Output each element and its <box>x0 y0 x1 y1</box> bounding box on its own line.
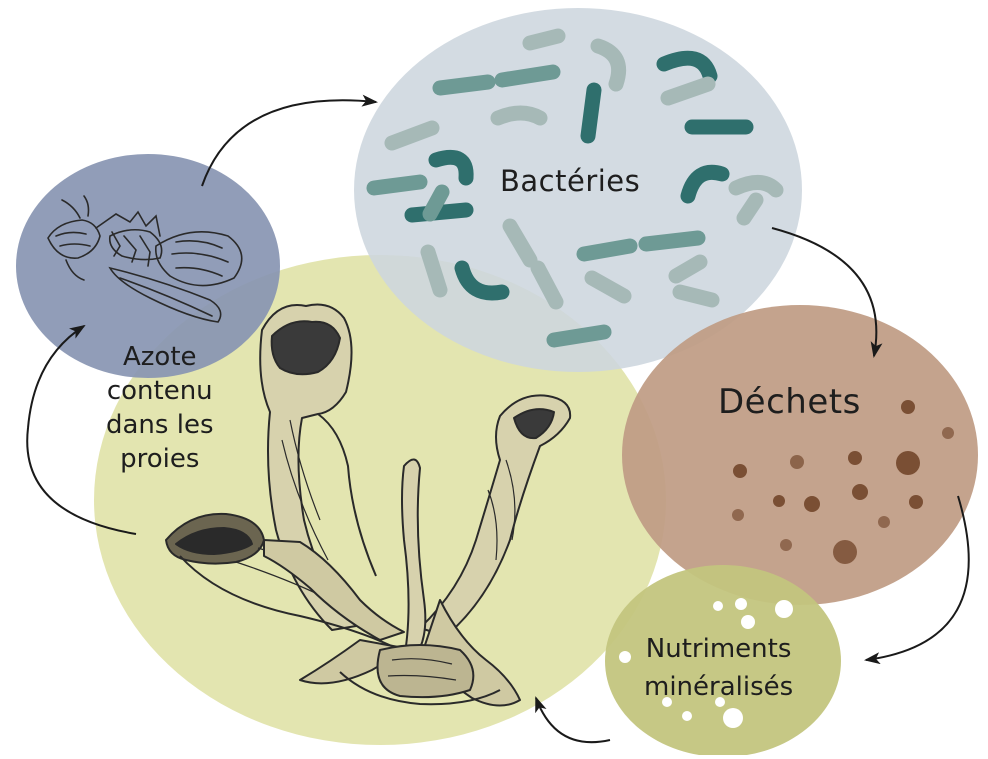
bacterium-rod <box>584 246 630 254</box>
bacteria-label: Bactéries <box>500 164 640 199</box>
bacterium-rod <box>554 332 604 340</box>
mineral-nutrients-label: Nutriments minéralisés <box>644 630 793 706</box>
prey-label-line: contenu <box>106 374 214 408</box>
bacterium-rod <box>588 90 594 136</box>
nutrients-label-line: Nutriments <box>644 630 793 668</box>
bacterium-rod <box>440 82 488 88</box>
bacterium-rod <box>680 292 712 300</box>
bacterium-rod <box>374 182 420 188</box>
prey-nitrogen-label: Azote contenu dans les proies <box>106 340 214 476</box>
bacterium-rod <box>430 192 442 214</box>
prey-label-line: proies <box>106 442 214 476</box>
nutrients-label-line: minéralisés <box>644 668 793 706</box>
bacterium-curved <box>736 182 776 190</box>
prey-label-line: Azote <box>106 340 214 374</box>
waste-circle <box>622 305 978 605</box>
arrow-prey-to-bacteria <box>202 100 376 186</box>
bacterium-rod <box>646 238 698 244</box>
prey-label-line: dans les <box>106 408 214 442</box>
arrow-nutrients-to-plant <box>536 698 610 742</box>
bacterium-rod <box>502 72 553 80</box>
bacterium-rod <box>530 36 558 43</box>
waste-label: Déchets <box>718 382 861 423</box>
bacterium-rod <box>744 200 756 218</box>
bacterium-curved <box>498 113 540 118</box>
